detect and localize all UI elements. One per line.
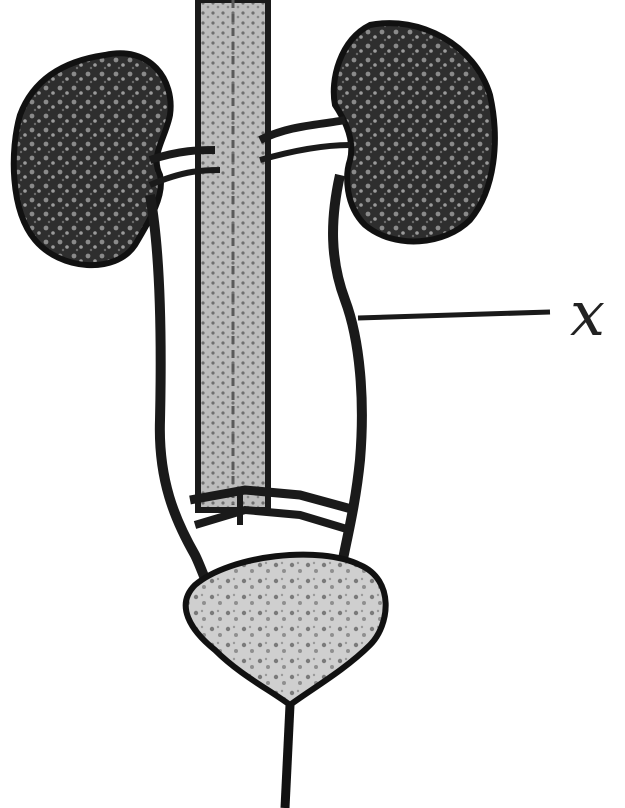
right-ureter [318, 175, 362, 575]
label-x-leader-line [358, 312, 550, 318]
left-kidney [14, 53, 171, 265]
right-kidney [334, 23, 495, 241]
urinary-bladder [186, 555, 386, 705]
aorta [198, 0, 268, 510]
label-x: x [570, 277, 605, 350]
urethra [285, 705, 290, 808]
